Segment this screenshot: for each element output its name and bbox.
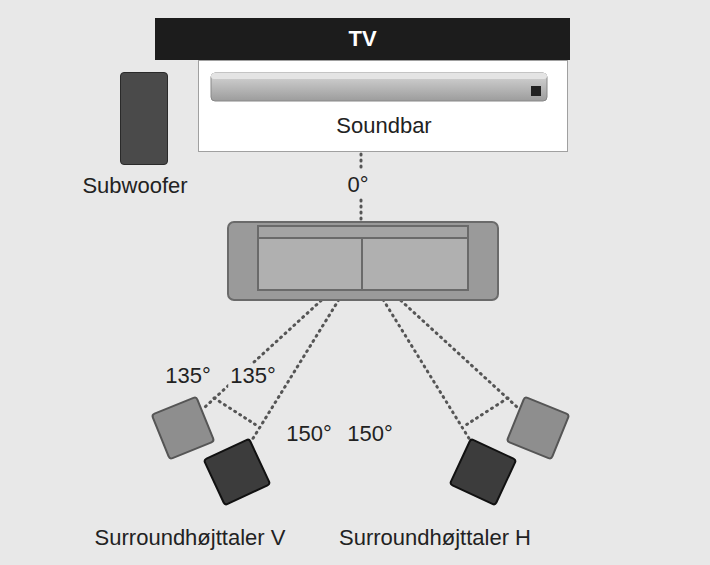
rear-speakers [152,397,569,459]
angle-label: 135° [228,364,278,388]
speaker-label: Surroundhøjttaler H [339,525,531,551]
surround-speaker-right: Surroundhøjttaler H [300,430,570,560]
angle-label: 150° [284,422,334,446]
sofa [228,222,498,300]
tv-label: TV [348,26,376,52]
soundbar-unit [209,69,559,109]
subwoofer-label: Subwoofer [82,173,187,199]
surround-speaker-left: Surroundhøjttaler V [60,430,320,560]
soundbar-panel: Soundbar [198,60,568,152]
listening-lines [205,154,517,440]
speaker-cabinet [200,435,275,510]
soundbar-label: Soundbar [336,113,431,139]
tv-bar: TV [155,18,570,60]
speaker-label: Surroundhøjttaler V [95,525,286,551]
front-angle: 0° [345,173,370,197]
speaker-cabinet [446,435,521,510]
subwoofer: Subwoofer [70,70,200,205]
angle-label: 135° [163,364,213,388]
angle-label: 150° [345,422,395,446]
subwoofer-cabinet [120,72,168,165]
